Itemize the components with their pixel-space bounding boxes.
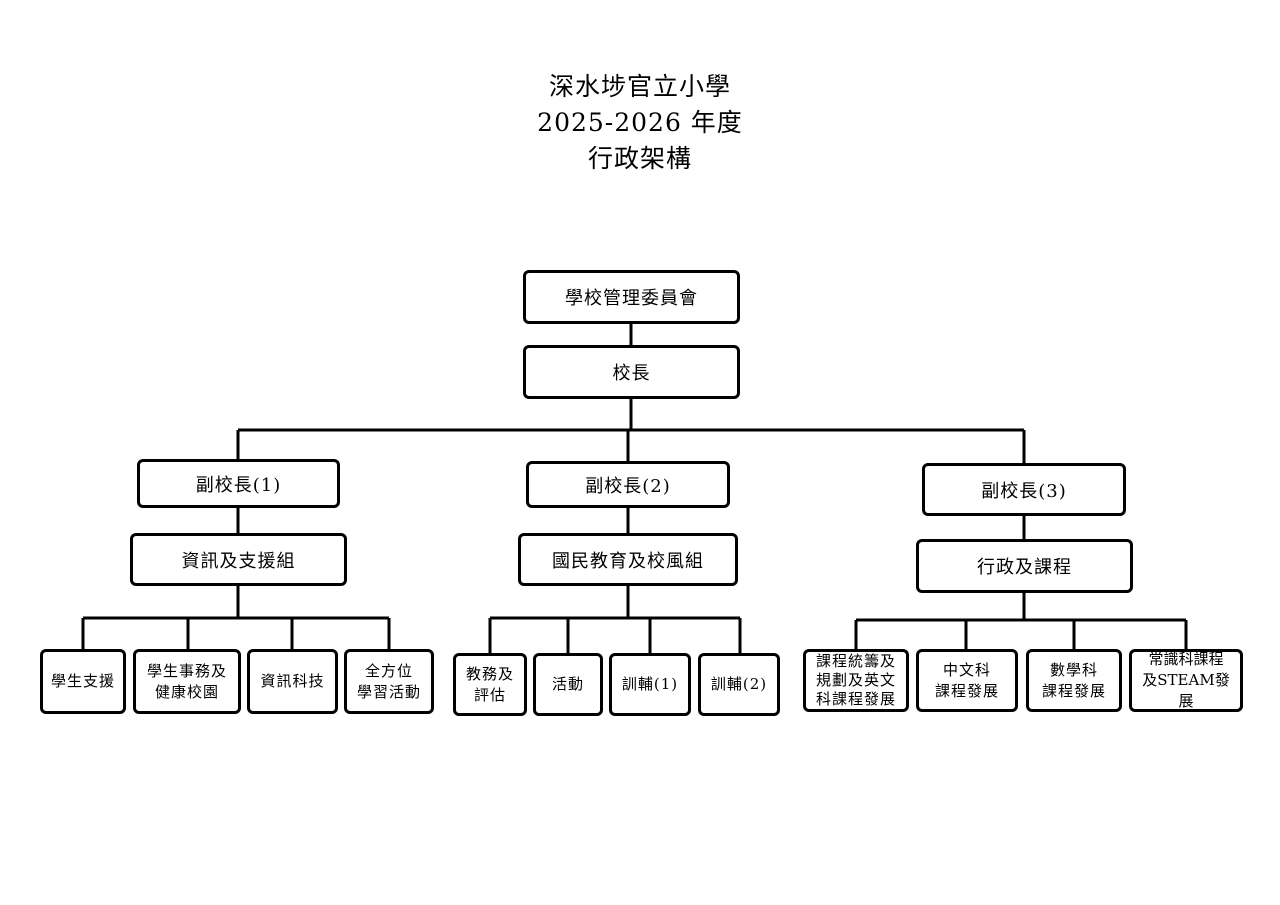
vice-principal-1-box: 副校長(1) [137,459,340,508]
unit-box: 課程統籌及 規劃及英文 科課程發展 [803,649,909,712]
unit-label: 規劃及英文 [815,671,896,689]
unit-label: 科課程發展 [815,690,896,708]
admin-curriculum-group-box: 行政及課程 [916,539,1133,593]
unit-label: 評估 [473,685,506,704]
unit-label: 中文科 [942,660,991,679]
unit-label: 學生事務及 [146,661,227,680]
unit-box: 學生事務及 健康校園 [133,649,241,714]
school-name: 深水埗官立小學 [548,72,731,101]
unit-label: 活動 [551,675,584,693]
unit-label: 資訊科技 [260,672,325,690]
unit-label: 及STEAM發展 [1142,671,1230,710]
unit-label: 課程發展 [1041,681,1106,700]
unit-box: 學生支援 [40,649,126,714]
vice-principal-2-box: 副校長(2) [526,461,730,508]
chart-subtitle: 行政架構 [587,144,692,173]
unit-label: 課程統籌及 [815,652,896,670]
info-support-group-box: 資訊及支援組 [130,533,347,586]
unit-label: 數學科 [1049,660,1098,679]
unit-box: 教務及 評估 [453,653,527,716]
unit-label: 訓輔(1) [621,675,679,693]
unit-box: 數學科 課程發展 [1026,649,1122,712]
unit-label: 學生支援 [50,672,115,690]
unit-box: 全方位 學習活動 [344,649,434,714]
principal-box: 校長 [523,345,740,399]
unit-box: 訓輔(2) [698,653,780,716]
unit-label: 訓輔(2) [710,675,768,693]
unit-label: 課程發展 [934,681,999,700]
unit-label: 學習活動 [356,682,421,701]
unit-box: 常識科課程 及STEAM發展 [1129,649,1243,712]
unit-box: 中文科 課程發展 [916,649,1018,712]
unit-label: 常識科課程 [1148,650,1224,668]
academic-year: 2025-2026 年度 [537,108,743,137]
unit-label: 健康校園 [154,682,219,701]
unit-box: 訓輔(1) [609,653,691,716]
unit-label: 全方位 [364,661,413,680]
unit-box: 資訊科技 [247,649,338,714]
unit-box: 活動 [533,653,603,716]
civic-education-group-box: 國民教育及校風組 [518,533,738,586]
committee-box: 學校管理委員會 [523,270,740,324]
vice-principal-3-box: 副校長(3) [922,463,1126,516]
unit-label: 教務及 [465,664,514,683]
